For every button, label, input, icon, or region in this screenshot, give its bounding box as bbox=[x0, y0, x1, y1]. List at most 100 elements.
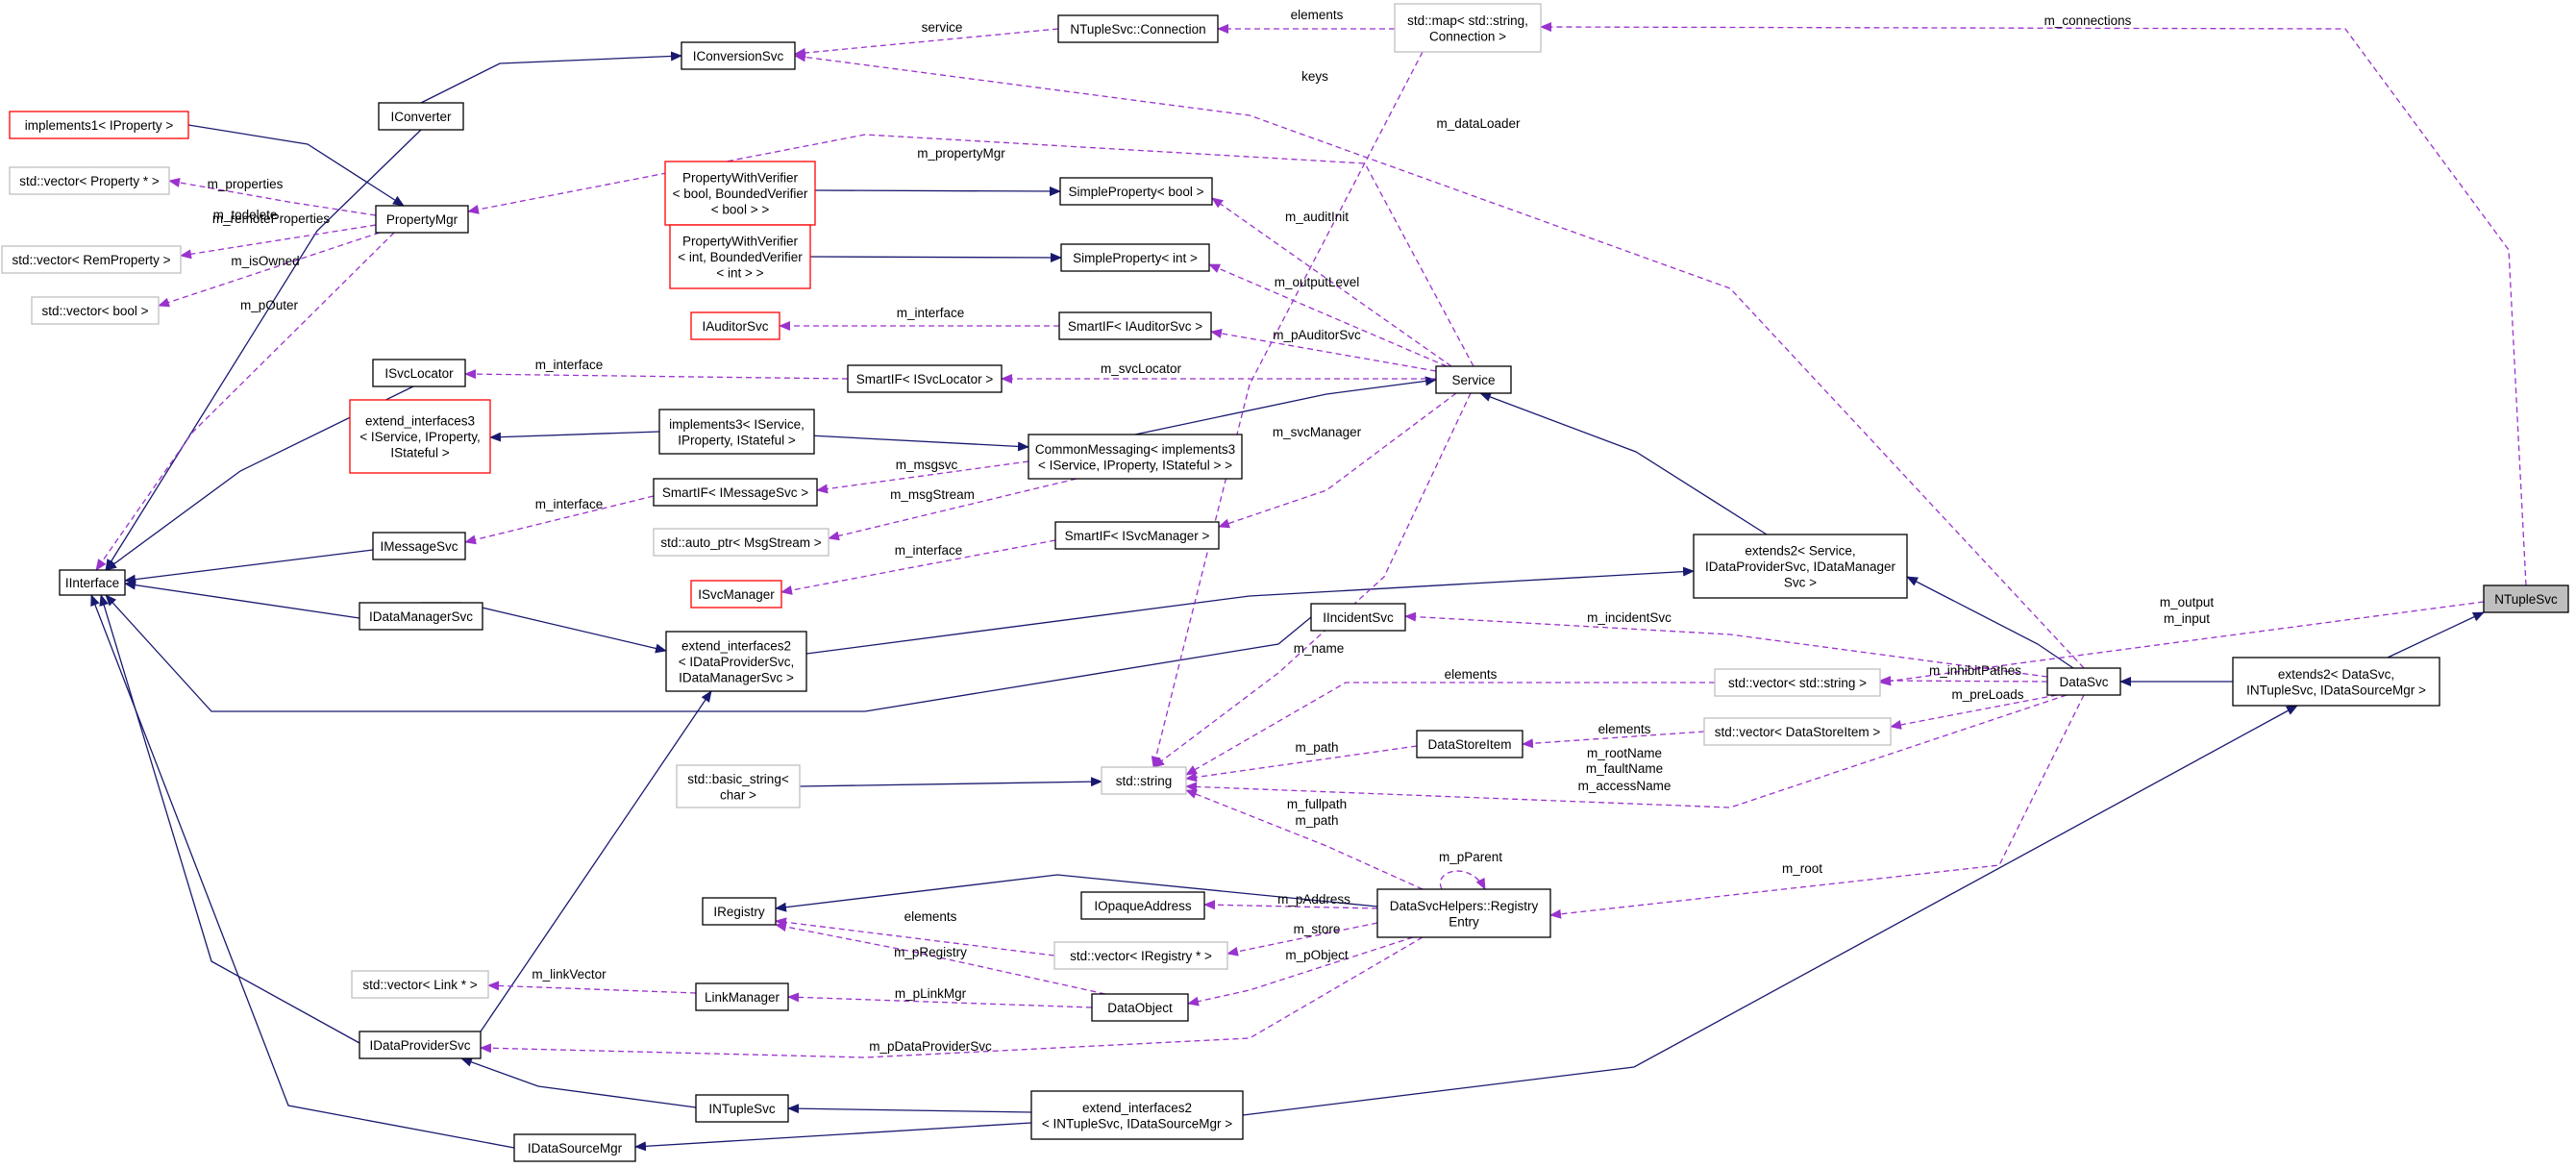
class-node-iauditorsvc[interactable]: IAuditorSvc bbox=[690, 311, 780, 340]
class-node-vector-link[interactable]: std::vector< Link * > bbox=[351, 970, 489, 999]
class-node-dataobject[interactable]: DataObject bbox=[1091, 993, 1189, 1022]
class-name-line: DataStoreItem bbox=[1427, 737, 1511, 752]
edge-label: m_pAuditorSvc bbox=[1273, 328, 1361, 342]
class-node-simpleproperty-bool[interactable]: SimpleProperty< bool > bbox=[1059, 177, 1213, 206]
class-node-isvclocator[interactable]: ISvcLocator bbox=[372, 359, 466, 387]
inheritance-edge-extend-interfaces3-to-implements3 bbox=[489, 431, 660, 442]
usage-edge-smartif-imessagesvc-to-imessagesvc bbox=[464, 495, 655, 545]
edge-label: m_output bbox=[2160, 595, 2215, 609]
class-box bbox=[31, 296, 160, 325]
class-box bbox=[1376, 888, 1551, 938]
class-node-iregistry[interactable]: IRegistry bbox=[702, 897, 777, 926]
class-node-simpleproperty-int[interactable]: SimpleProperty< int > bbox=[1060, 243, 1210, 272]
edge-label: m_connections bbox=[2044, 13, 2132, 28]
class-node-extend-interfaces2-nt[interactable]: extend_interfaces2< INTupleSvc, IDataSou… bbox=[1030, 1090, 1244, 1140]
class-box bbox=[690, 311, 780, 340]
class-box bbox=[653, 528, 830, 557]
class-node-iinterface[interactable]: IInterface bbox=[59, 569, 126, 596]
class-node-vector-bool[interactable]: std::vector< bool > bbox=[31, 296, 160, 325]
class-node-idatasourcemgr[interactable]: IDataSourceMgr bbox=[513, 1133, 636, 1162]
class-node-isvcmanager[interactable]: ISvcManager bbox=[690, 580, 782, 609]
class-node-implements3[interactable]: implements3< IService,IProperty, IStatef… bbox=[658, 409, 815, 455]
inheritance-edge-extend-interfaces2-nt-to-extends2-datasvc bbox=[1242, 705, 2298, 1116]
class-node-vector-property[interactable]: std::vector< Property * > bbox=[9, 166, 170, 195]
usage-edge-ntuplesvc-to-vector-string bbox=[1879, 601, 2485, 686]
class-node-intuplesvc[interactable]: INTupleSvc bbox=[695, 1094, 789, 1123]
class-box bbox=[702, 897, 777, 926]
usage-edge-datastoreitem-to-stdstring bbox=[1185, 745, 1418, 783]
class-node-linkmanager[interactable]: LinkManager bbox=[695, 982, 789, 1011]
class-node-pwv-bool[interactable]: PropertyWithVerifier< bool, BoundedVerif… bbox=[664, 161, 816, 226]
edge-label: m_pObject bbox=[1285, 948, 1349, 962]
class-node-ntuplesvc[interactable]: NTupleSvc bbox=[2483, 584, 2569, 613]
class-node-smartif-isvclocator[interactable]: SmartIF< ISvcLocator > bbox=[847, 364, 1003, 393]
class-box bbox=[1030, 1090, 1244, 1140]
class-node-stdstring[interactable]: std::string bbox=[1101, 766, 1187, 795]
usage-edge-registryentry-to-idataprovidersvc bbox=[480, 936, 1424, 1058]
class-node-smartif-isvcmanager[interactable]: SmartIF< ISvcManager > bbox=[1054, 521, 1220, 550]
class-name-line: < IDataProviderSvc, bbox=[679, 655, 794, 669]
class-name-line: ISvcManager bbox=[698, 587, 775, 602]
class-box bbox=[690, 580, 782, 609]
class-node-auto-ptr-msgstream[interactable]: std::auto_ptr< MsgStream > bbox=[653, 528, 830, 557]
edge-label: m_msgsvc bbox=[896, 458, 958, 472]
class-node-service[interactable]: Service bbox=[1435, 365, 1512, 394]
class-name-line: IMessageSvc bbox=[380, 539, 458, 554]
class-node-vector-remproperty[interactable]: std::vector< RemProperty > bbox=[1, 245, 182, 274]
class-node-extends2-service[interactable]: extends2< Service,IDataProviderSvc, IDat… bbox=[1693, 534, 1908, 599]
class-node-ntuplesvc-connection[interactable]: NTupleSvc::Connection bbox=[1057, 14, 1219, 43]
class-node-smartif-imessagesvc[interactable]: SmartIF< IMessageSvc > bbox=[653, 478, 818, 507]
class-node-commonmessaging[interactable]: CommonMessaging< implements3< IService, … bbox=[1028, 434, 1243, 480]
class-name-line: LinkManager bbox=[705, 990, 780, 1005]
class-node-iconversionsvc[interactable]: IConversionSvc bbox=[681, 41, 796, 70]
usage-edge-dataobject-to-iregistry bbox=[775, 922, 1106, 995]
edge-label: m_remoteProperties bbox=[212, 211, 331, 226]
class-node-extends2-datasvc[interactable]: extends2< DataSvc,INTupleSvc, IDataSourc… bbox=[2232, 657, 2440, 707]
class-node-basic-string[interactable]: std::basic_string<char > bbox=[676, 764, 801, 808]
class-name-line: std::vector< std::string > bbox=[1728, 676, 1867, 690]
class-node-iincidentsvc[interactable]: IIncidentSvc bbox=[1310, 603, 1406, 632]
class-box bbox=[1416, 730, 1523, 758]
class-box bbox=[1, 245, 182, 274]
class-node-pwv-int[interactable]: PropertyWithVerifier< int, BoundedVerifi… bbox=[669, 224, 811, 289]
class-node-stdmap[interactable]: std::map< std::string,Connection > bbox=[1394, 3, 1542, 53]
class-name-line: std::vector< DataStoreItem > bbox=[1715, 725, 1881, 739]
class-node-datasvc[interactable]: DataSvc bbox=[2046, 667, 2121, 696]
class-box bbox=[695, 982, 789, 1011]
class-node-vector-iregistry[interactable]: std::vector< IRegistry * > bbox=[1053, 941, 1228, 970]
usage-edge-commonmessaging-to-smartif-imessagesvc bbox=[816, 460, 1029, 494]
class-box bbox=[1091, 993, 1189, 1022]
class-name-line: IConverter bbox=[390, 110, 452, 124]
class-name-line: implements1< IProperty > bbox=[25, 118, 174, 133]
class-name-line: std::map< std::string, bbox=[1407, 13, 1528, 28]
class-name-line: INTupleSvc, IDataSourceMgr > bbox=[2246, 683, 2426, 697]
class-node-iopaqueaddress[interactable]: IOpaqueAddress bbox=[1080, 891, 1205, 920]
class-name-line: std::basic_string< bbox=[687, 772, 789, 786]
inheritance-edge-extends2-service-to-datasvc bbox=[1906, 576, 2074, 669]
class-box bbox=[1057, 14, 1219, 43]
class-node-smartif-iauditorsvc[interactable]: SmartIF< IAuditorSvc > bbox=[1058, 311, 1212, 340]
inheritance-edge-commonmessaging-to-service bbox=[1134, 376, 1437, 435]
class-name-line: SmartIF< ISvcLocator > bbox=[856, 372, 994, 386]
class-node-idataprovidersvc[interactable]: IDataProviderSvc bbox=[359, 1031, 482, 1059]
class-box bbox=[653, 478, 818, 507]
inheritance-edge-implements1-to-propertymgr bbox=[187, 124, 405, 207]
class-node-datastoreitem[interactable]: DataStoreItem bbox=[1416, 730, 1523, 758]
class-node-extend-interfaces2-dp[interactable]: extend_interfaces2< IDataProviderSvc,IDa… bbox=[665, 631, 807, 692]
class-box bbox=[669, 224, 811, 289]
class-node-implements1[interactable]: implements1< IProperty > bbox=[9, 111, 189, 139]
class-name-line: DataSvc bbox=[2059, 675, 2108, 689]
class-node-propertymgr[interactable]: PropertyMgr bbox=[375, 205, 469, 234]
class-name-line: Connection > bbox=[1429, 29, 1506, 43]
edge-label: m_fullpath bbox=[1287, 797, 1347, 811]
class-node-vector-datastoreitem[interactable]: std::vector< DataStoreItem > bbox=[1703, 717, 1892, 746]
class-node-idatamanagersvc[interactable]: IDataManagerSvc bbox=[359, 602, 483, 631]
class-node-imessagesvc[interactable]: IMessageSvc bbox=[372, 532, 466, 560]
class-node-extend-interfaces3[interactable]: extend_interfaces3< IService, IProperty,… bbox=[349, 399, 491, 474]
inheritance-edge-idataprovidersvc-to-intuplesvc bbox=[460, 1057, 697, 1108]
class-box bbox=[1101, 766, 1187, 795]
class-node-iconverter[interactable]: IConverter bbox=[378, 102, 464, 131]
class-node-vector-string[interactable]: std::vector< std::string > bbox=[1714, 668, 1881, 697]
